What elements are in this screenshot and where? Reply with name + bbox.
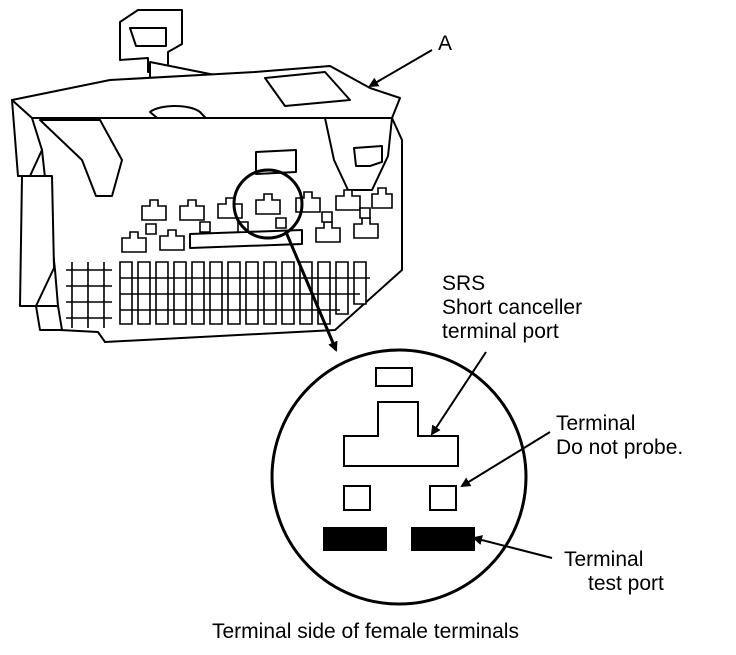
test-port-left	[323, 527, 387, 551]
srs-label-line2: Short canceller	[442, 296, 583, 319]
top-slot	[375, 367, 413, 387]
srs-label-line3: terminal port	[442, 320, 559, 343]
detail-callout-circle	[232, 168, 304, 240]
terminal-leader	[460, 431, 551, 488]
test-port-label-line1: Terminal	[564, 548, 644, 571]
srs-leader	[430, 351, 487, 436]
test-port-label-line2: test port	[588, 572, 664, 595]
terminal-left	[343, 485, 371, 511]
terminal-right	[429, 485, 457, 511]
connector-a-leader	[368, 49, 433, 88]
detail-view-circle	[270, 348, 528, 606]
test-port-right	[411, 527, 475, 551]
caption: Terminal side of female terminals	[212, 620, 519, 643]
test-port-leader	[472, 535, 553, 559]
magnify-arrow	[284, 231, 338, 352]
srs-short-canceller-port	[343, 401, 459, 467]
terminal-label-line2: Do not probe.	[556, 436, 684, 459]
terminal-label-line1: Terminal	[556, 412, 636, 435]
srs-label-line1: SRS	[442, 272, 486, 295]
detail-terminals	[323, 367, 475, 551]
connector-a-label: A	[438, 32, 453, 55]
